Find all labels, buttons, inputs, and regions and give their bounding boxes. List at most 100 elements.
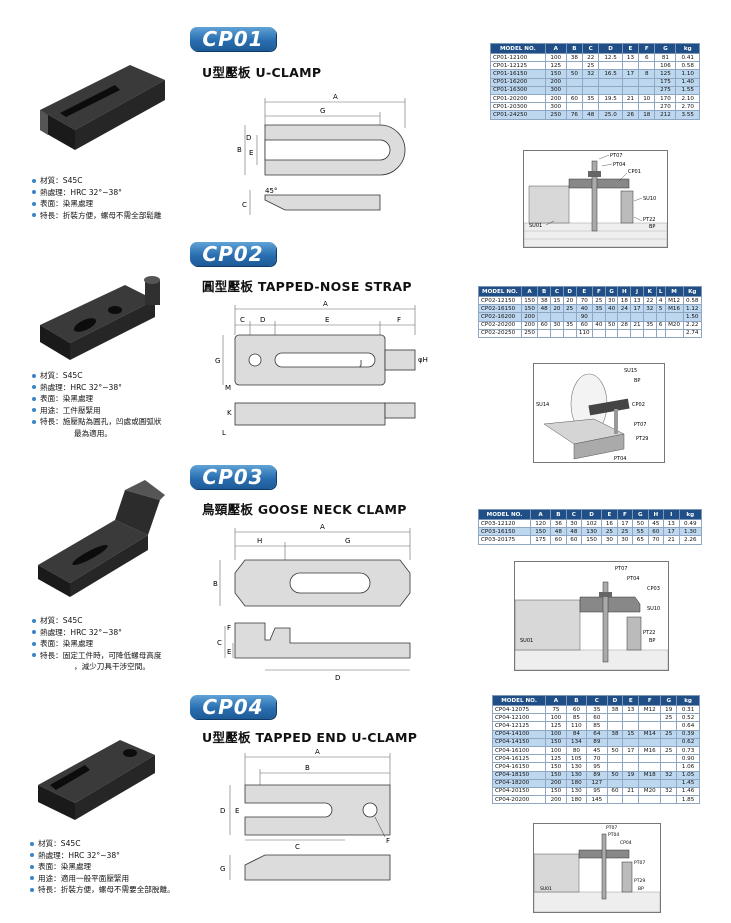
table-cell: 275 — [654, 85, 677, 95]
dim-label: F — [386, 837, 390, 845]
dim-label: B — [213, 580, 218, 588]
table-cell — [660, 721, 678, 731]
table-cell: CP04-12100 — [491, 713, 547, 723]
table-cell: 81 — [654, 52, 677, 63]
table-cell: 28 — [617, 320, 632, 330]
column-header: G — [660, 695, 678, 706]
table-cell: 89 — [586, 770, 608, 780]
dim-label: F — [227, 624, 231, 632]
table-cell: 17 — [616, 518, 634, 529]
column-header: B — [565, 695, 588, 706]
part-label: SU01 — [529, 223, 542, 229]
table-cell — [630, 328, 644, 338]
table-cell: 85 — [565, 713, 588, 723]
table-cell: 1.45 — [676, 778, 700, 788]
column-header: F — [638, 695, 662, 706]
dim-label: E — [325, 316, 329, 324]
table-cell — [660, 737, 678, 747]
column-header: kg — [675, 43, 700, 54]
column-header: E — [622, 695, 640, 706]
table-cell — [604, 312, 619, 322]
dim-label: C — [295, 843, 300, 851]
table-cell: 170 — [654, 93, 677, 104]
table-cell — [621, 102, 640, 112]
dim-label: F — [397, 316, 401, 324]
table-cell: 15 — [550, 295, 564, 306]
table-cell: M18 — [638, 770, 662, 780]
dim-label: A — [320, 523, 325, 531]
column-header: E — [621, 43, 640, 54]
table-cell: 95 — [586, 762, 608, 772]
table-cell: 0.31 — [676, 704, 700, 715]
setup-illustration: PT07 PT04 CP01 SU10 SU01 PT22 BP — [523, 150, 668, 248]
table-cell: 32 — [660, 786, 678, 797]
part-label: CP03 — [647, 586, 660, 592]
table-cell: 300 — [544, 102, 567, 112]
part-label: PT07 — [634, 860, 645, 866]
column-header: A — [530, 509, 552, 520]
table-cell: 5 — [655, 304, 666, 314]
table-cell — [638, 795, 662, 805]
column-header: D — [606, 695, 624, 706]
setup-illustration: PT07 PT04 CP04 PT07 PT29 SU01 BP — [533, 823, 661, 913]
table-cell — [606, 762, 624, 772]
dimension-drawing: A G D E B C 45° — [237, 93, 406, 215]
table-cell: 48 — [550, 527, 567, 537]
dim-label: B — [305, 764, 310, 772]
table-cell — [655, 328, 666, 338]
table-cell — [622, 721, 640, 731]
spec-item: 熱處理：HRC 32°~38° — [32, 382, 162, 394]
table-cell — [562, 328, 577, 338]
section-title: U型壓板 U-CLAMP — [202, 65, 322, 80]
part-label: BP — [649, 224, 655, 230]
table-cell: 65 — [632, 535, 649, 545]
table-cell — [621, 61, 640, 71]
table-cell: 300 — [544, 85, 567, 95]
table-cell: 150 — [544, 69, 567, 79]
dim-label: G — [215, 357, 220, 365]
dim-label: K — [227, 409, 232, 417]
table-cell: 60 — [647, 527, 665, 537]
table-cell — [630, 312, 644, 322]
table-cell: CP02-16200 — [478, 312, 522, 322]
table-cell: 0.62 — [676, 737, 700, 747]
table-cell — [622, 762, 640, 772]
table-cell: 75 — [545, 704, 567, 715]
column-header: C — [586, 695, 608, 706]
dim-label: φH — [418, 356, 428, 364]
table-cell: 35 — [582, 93, 600, 104]
table-cell — [598, 85, 623, 95]
table-cell: CP04-16100 — [491, 745, 547, 756]
table-cell — [622, 778, 640, 788]
table-cell: 1.12 — [682, 304, 702, 314]
table-cell: 0.52 — [676, 713, 700, 723]
table-cell: 50 — [632, 518, 649, 529]
table-cell: CP01-12100 — [490, 52, 546, 63]
table-cell: 25 — [601, 527, 618, 537]
table-cell — [617, 312, 632, 322]
column-header: A — [544, 43, 567, 54]
table-cell: 130 — [581, 527, 603, 537]
table-cell: 25 — [592, 295, 606, 306]
table-cell — [638, 77, 656, 87]
table-cell — [598, 61, 623, 71]
table-cell: 50 — [606, 770, 624, 780]
table-cell: 85 — [586, 721, 608, 731]
table-cell: 60 — [586, 713, 608, 723]
table-cell: 48 — [582, 110, 600, 120]
spec-list: 材質：S45C 熱處理：HRC 32°~38° 表面：染黑處理 用途：工件壓緊用… — [32, 370, 162, 440]
table-cell: 30 — [604, 295, 619, 306]
dim-label: A — [333, 93, 338, 101]
table-cell: 60 — [537, 320, 552, 330]
